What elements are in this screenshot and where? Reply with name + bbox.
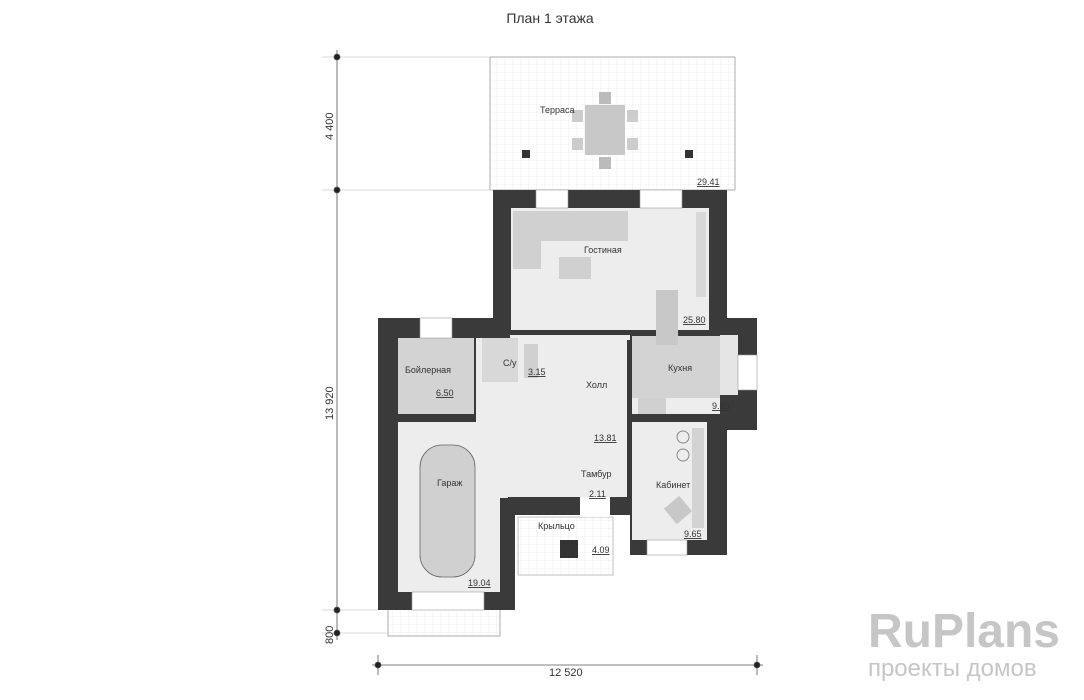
room-name: Терраса — [540, 105, 575, 115]
dim-terrace-depth: 4 400 — [324, 112, 336, 140]
room-name: Кухня — [668, 363, 692, 373]
room-name: Крыльцо — [538, 521, 575, 531]
dim-porch-depth: 800 — [324, 626, 336, 644]
room-name: С/у — [503, 358, 517, 368]
terrace: Терраса 29.41 — [489, 56, 736, 191]
room-name: Бойлерная — [405, 365, 451, 375]
logo-brand: RuPlans — [867, 605, 1060, 658]
room-area: 4.09 — [592, 545, 610, 555]
room-area: 6.50 — [436, 388, 454, 398]
room-area: 9.85 — [712, 401, 730, 411]
room-area: 19.04 — [468, 578, 491, 588]
room-name: Кабинет — [656, 480, 690, 490]
logo-tagline: проекты домов — [867, 655, 1037, 682]
dim-house-depth: 13 920 — [324, 386, 336, 420]
room-name: Холл — [586, 380, 607, 390]
room-area: 29.41 — [697, 177, 720, 187]
room-name: Гостиная — [584, 245, 622, 255]
room-area: 3.15 — [528, 367, 546, 377]
dimension-lines — [322, 50, 763, 675]
room-area: 2.11 — [589, 489, 606, 499]
ruplans-logo: RuPlans проекты домов — [868, 608, 1060, 682]
plan-title: План 1 этажа — [506, 10, 594, 26]
room-labels: Гостиная 25.80 Кухня 9.85 Бойлерная 6.50… — [405, 245, 730, 588]
dim-width: 12 520 — [549, 667, 583, 679]
rooms — [398, 189, 758, 611]
room-area: 9.65 — [684, 529, 702, 539]
room-name: Гараж — [437, 478, 462, 488]
room-name: Тамбур — [581, 469, 612, 479]
room-area: 13.81 — [594, 433, 617, 443]
room-area: 25.80 — [683, 315, 706, 325]
